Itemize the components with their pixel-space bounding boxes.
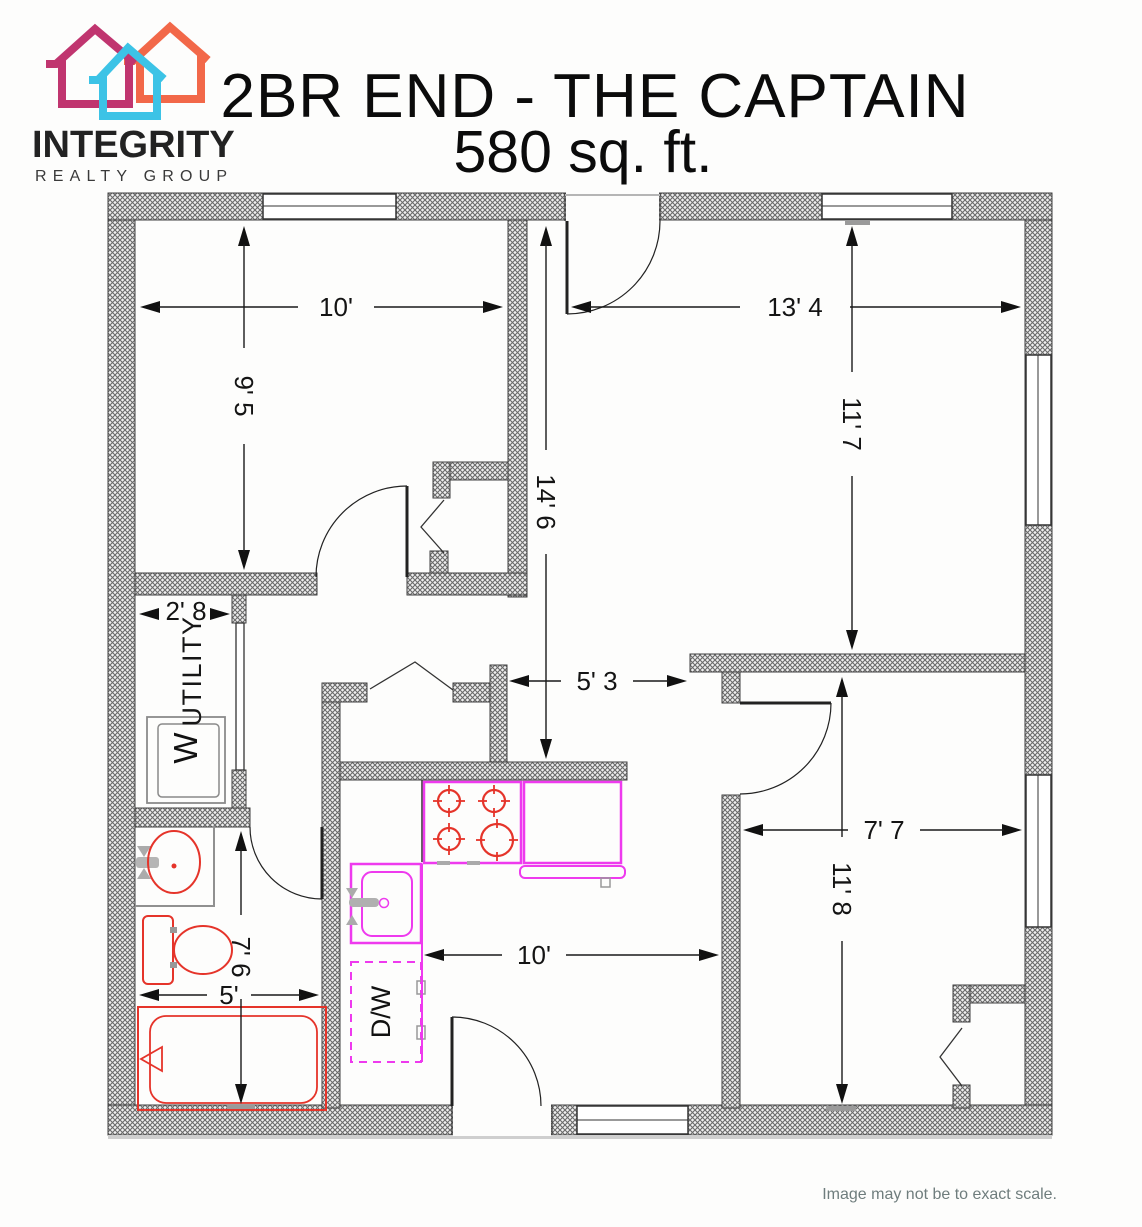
washer-label: W: [167, 732, 204, 764]
entry-door-opening: [564, 192, 661, 221]
wall-segment: [231, 594, 247, 624]
disclaimer-text: Image may not be to exact scale.: [822, 1186, 1057, 1203]
wall-segment: [721, 671, 741, 704]
patio-door-opening: [451, 1104, 553, 1136]
wall-segment: [432, 461, 451, 499]
dim-living_depth: 11' 7: [837, 397, 867, 451]
dimensions: 10' 9' 5 13' 4 11' 7 14' 6 2' 8 5' 3 7' 711' 8 7…: [139, 226, 1022, 1104]
dim-passage_width: 5' 3: [576, 666, 617, 696]
wall-segment: [952, 984, 971, 1023]
utility-room-label: UTILITY: [177, 615, 207, 726]
kitchen-bifold-door: [369, 661, 454, 691]
dim-bedroom1_depth: 9' 5: [229, 375, 259, 416]
logo-house-orange: [124, 21, 211, 103]
interior-walls: [134, 219, 1026, 1109]
closet2-bifold-door: [939, 1027, 963, 1087]
wall-segment: [107, 219, 136, 1133]
refrigerator: [519, 780, 626, 888]
dim-bathroom_depth: 7' 6: [226, 936, 256, 977]
wall-segment: [134, 807, 251, 828]
window: [1025, 354, 1052, 526]
windows: [262, 193, 1052, 1135]
window: [262, 193, 397, 220]
dimension-ticks: [227, 220, 870, 1111]
stove: [421, 780, 523, 865]
wall-segment: [452, 682, 491, 703]
page-title: 2BR END - THE CAPTAIN: [220, 62, 969, 131]
dim-living_width: 13' 4: [767, 292, 823, 322]
utility-door: [235, 622, 245, 771]
dishwasher-label: D/W: [366, 985, 396, 1038]
wall-segment: [952, 1084, 971, 1109]
logo-house-magenta: [46, 23, 138, 108]
wall-segment: [339, 761, 628, 781]
burner-icon: [479, 822, 515, 858]
dim-hall_depth: 14' 6: [531, 474, 561, 530]
wall-segment: [134, 572, 318, 596]
dim-bathroom_width: 5': [219, 980, 238, 1010]
bathroom-sink: [136, 830, 201, 894]
wall-segment: [321, 682, 368, 703]
bedroom2-door-arc: [739, 701, 832, 795]
logo-house-cyan: [89, 42, 167, 120]
dim-bedroom2_depth: 11' 8: [827, 862, 857, 916]
kitchen-sink: [346, 862, 423, 945]
page-subtitle: 580 sq. ft.: [453, 119, 712, 185]
wall-segment: [231, 769, 247, 809]
washer: W: [146, 716, 226, 804]
wall-segment: [507, 219, 528, 598]
wall-segment: [321, 682, 341, 1109]
wall-segment: [429, 550, 449, 574]
logo: INTEGRITY REALTY GROUP: [32, 21, 235, 185]
patio-door-arc: [450, 1016, 542, 1107]
bedroom1-door-arc: [315, 485, 409, 578]
doors: [235, 220, 963, 1107]
dim-bedroom2_width: 7' 7: [863, 815, 904, 845]
wall-segment: [406, 572, 528, 596]
logo-name: INTEGRITY: [32, 124, 235, 166]
bathroom-door-arc: [249, 826, 324, 900]
logo-subname: REALTY GROUP: [35, 168, 233, 185]
wall-segment: [721, 794, 741, 1109]
logo-houses-icon: [46, 21, 211, 120]
vanity-counter: [135, 826, 215, 907]
closet1-bifold-door: [420, 499, 445, 554]
toilet: [142, 915, 233, 985]
bathtub: [137, 1006, 327, 1111]
entry-door-arc: [565, 220, 661, 315]
dishwasher: D/W: [350, 864, 426, 1063]
window: [576, 1105, 689, 1135]
dim-utility_width: 2' 8: [165, 596, 206, 626]
window: [821, 193, 953, 220]
window: [1025, 774, 1052, 928]
wall-shadow: [108, 1135, 1052, 1139]
dim-kitchen_width: 10': [517, 940, 551, 970]
dim-bedroom1_width: 10': [319, 292, 353, 322]
wall-segment: [689, 653, 1026, 673]
stove-burners: [433, 785, 518, 861]
